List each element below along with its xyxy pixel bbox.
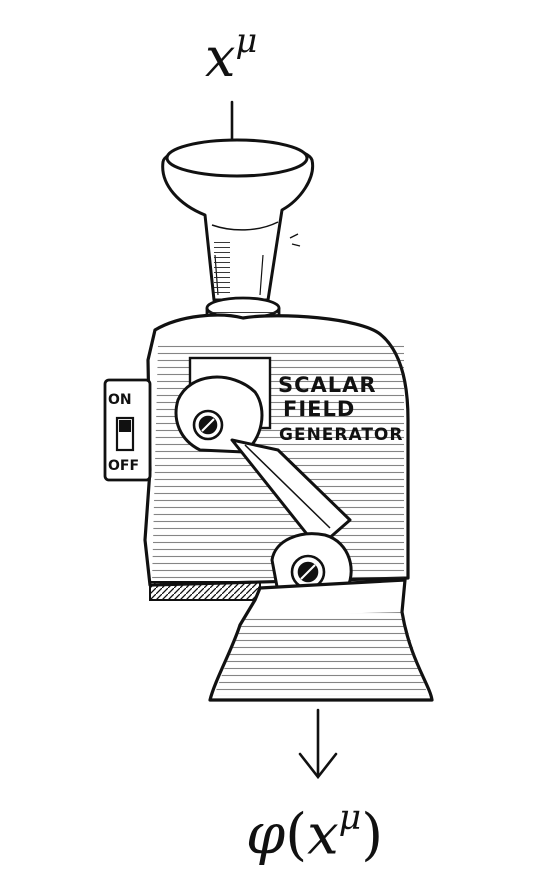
switch-off-label: OFF — [108, 458, 139, 474]
output-label: φ(xμ) — [246, 790, 383, 869]
hopper-sparkle — [290, 234, 300, 246]
nameplate-line-2: FIELD — [283, 397, 355, 421]
hopper-funnel — [163, 140, 313, 300]
on-off-switch[interactable]: ON OFF — [105, 380, 150, 480]
output-function: φ — [246, 803, 285, 868]
nameplate-line-1: SCALAR — [278, 373, 377, 397]
output-superscript: μ — [339, 798, 362, 838]
output-symbol: x — [307, 803, 339, 868]
output-arrow — [300, 710, 336, 777]
output-close-paren: ) — [361, 803, 383, 868]
nameplate-line-3: GENERATOR — [279, 425, 403, 445]
output-open-paren: ( — [285, 803, 307, 868]
crank-pivot-bolt — [194, 411, 222, 439]
switch-on-label: ON — [108, 392, 132, 408]
hopper-shading — [214, 238, 230, 294]
